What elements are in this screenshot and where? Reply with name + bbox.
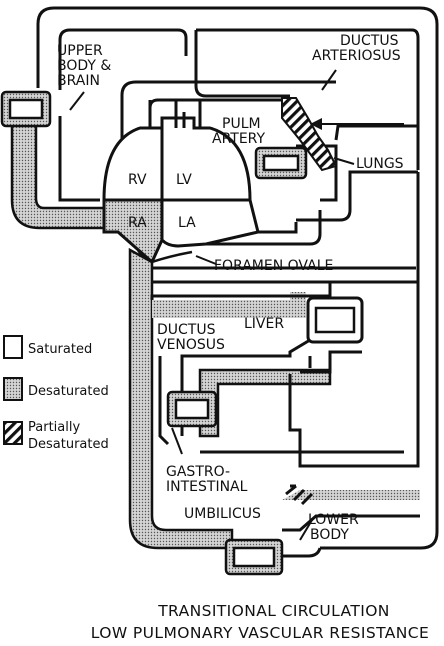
label-foramen-ovale: FORAMEN OVALE bbox=[214, 258, 333, 274]
label-lungs: LUNGS bbox=[356, 156, 404, 172]
legend-label-partial-2: Desaturated bbox=[28, 437, 109, 452]
label-upper-body-2: BODY & bbox=[57, 58, 111, 74]
label-lv: LV bbox=[176, 172, 192, 188]
pulmonary-artery-partial bbox=[281, 97, 338, 172]
diagram-labels: UPPER BODY & BRAIN DUCTUS ARTERIOSUS PUL… bbox=[57, 33, 404, 543]
label-upper-body-3: BRAIN bbox=[57, 73, 100, 89]
caption-line-1: TRANSITIONAL CIRCULATION bbox=[157, 602, 390, 620]
label-rv: RV bbox=[128, 172, 147, 188]
gastrointestinal-bed bbox=[166, 390, 218, 428]
label-liver: LIVER bbox=[244, 316, 284, 332]
foramen-ovale-flap bbox=[151, 250, 193, 264]
lower-body-bed bbox=[224, 538, 284, 576]
upper-body-bed bbox=[0, 90, 52, 128]
lungs-arrowhead bbox=[310, 118, 322, 130]
lungs-bed bbox=[254, 146, 308, 180]
umbilical-ties bbox=[285, 484, 314, 506]
label-pulm-artery-1: PULM bbox=[222, 116, 261, 132]
liver-bed bbox=[306, 296, 364, 344]
legend-label-saturated: Saturated bbox=[28, 342, 92, 357]
label-ra: RA bbox=[128, 215, 147, 231]
legend: Saturated Desaturated Partially Desatura… bbox=[3, 335, 109, 452]
heart bbox=[102, 100, 260, 265]
legend-swatch-saturated bbox=[3, 335, 23, 359]
leader-lines bbox=[69, 69, 404, 541]
label-pulm-artery-2: ARTERY bbox=[212, 131, 266, 147]
ductus-arteriosus-pointer bbox=[321, 69, 337, 91]
label-lower-body-2: BODY bbox=[310, 527, 349, 543]
legend-label-partial-1: Partially bbox=[28, 420, 80, 435]
label-la: LA bbox=[178, 215, 196, 231]
label-ductus-venosus-1: DUCTUS bbox=[157, 322, 216, 338]
umbilical-channel bbox=[282, 490, 420, 500]
legend-swatch-desaturated bbox=[3, 377, 23, 401]
foramen-ovale-leader bbox=[195, 255, 217, 265]
portal-connection bbox=[198, 368, 332, 438]
label-upper-body-1: UPPER bbox=[57, 43, 103, 59]
lower-body-leader bbox=[299, 519, 313, 541]
heart-ventricles bbox=[102, 116, 252, 202]
descending-aorta bbox=[152, 172, 420, 558]
legend-label-desaturated: Desaturated bbox=[28, 384, 109, 399]
label-ductus-arteriosus-2: ARTERIOSUS bbox=[312, 48, 401, 64]
label-umbilicus: UMBILICUS bbox=[184, 506, 261, 522]
ductus-venosus-channel bbox=[152, 292, 306, 318]
caption-line-2: LOW PULMONARY VASCULAR RESISTANCE bbox=[91, 624, 429, 642]
lungs-leader bbox=[333, 157, 355, 165]
label-lower-body-1: LOWER bbox=[308, 512, 359, 528]
upper-body-leader bbox=[69, 91, 85, 111]
label-gastro-2: INTESTINAL bbox=[166, 479, 248, 495]
label-ductus-arteriosus-1: DUCTUS bbox=[340, 33, 399, 49]
label-gastro-1: GASTRO- bbox=[166, 464, 230, 480]
gi-leader bbox=[171, 427, 183, 455]
inferior-vena-cava bbox=[128, 247, 234, 550]
caption: TRANSITIONAL CIRCULATION LOW PULMONARY V… bbox=[91, 602, 429, 642]
legend-swatch-partial bbox=[3, 421, 23, 445]
left-atrium bbox=[160, 198, 260, 248]
label-ductus-venosus-2: VENOSUS bbox=[157, 337, 225, 353]
